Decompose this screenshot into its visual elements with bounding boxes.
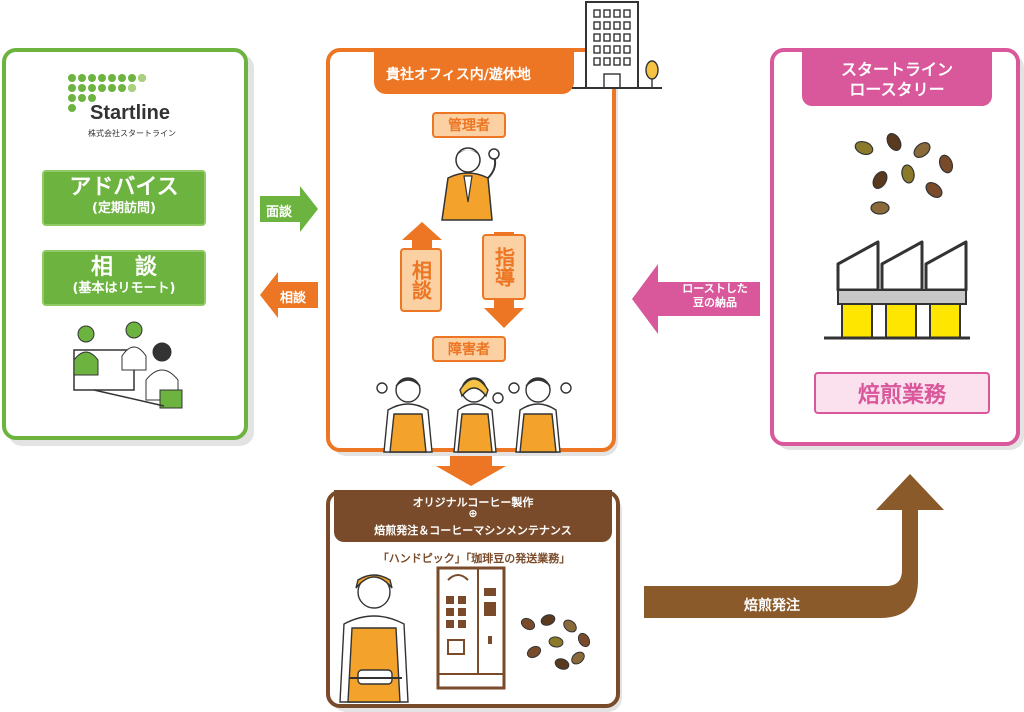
consult-box: 相 談 (基本はリモート)	[42, 250, 206, 306]
consult-arrow	[260, 272, 318, 318]
guide-vertical-box: 指導	[482, 234, 526, 300]
workers-illustration	[376, 377, 572, 453]
production-line1: オリジナルコーヒー製作	[412, 496, 534, 509]
center-down-arrow	[436, 456, 506, 486]
production-line2: 焙煎発注＆コーヒーマシンメンテナンス	[374, 524, 572, 537]
startline-logo-icon	[68, 74, 146, 112]
roast-order-label: 焙煎発注	[744, 598, 800, 614]
roast-delivery-label: ローストした 豆の納品	[682, 282, 748, 309]
production-line3: 「ハンドピック」「珈琲豆の発送業務」	[377, 552, 571, 565]
production-plus: ⊕	[468, 507, 478, 520]
advice-title: アドバイス	[69, 175, 179, 200]
consult-arrow-label: 相談	[280, 291, 307, 306]
roast-order-arrow	[644, 474, 944, 618]
roastery-header	[802, 48, 992, 106]
advice-box: アドバイス (定期訪問)	[42, 170, 206, 226]
consult-vertical-text: 相談	[408, 260, 433, 300]
barista-illustration	[339, 574, 409, 703]
roasting-work-box: 焙煎業務	[814, 372, 990, 414]
consult-subtitle: (基本はリモート)	[72, 281, 176, 296]
interview-arrow	[260, 186, 318, 232]
client-office-header	[374, 48, 574, 94]
coffee-beans-small-icon	[520, 614, 591, 670]
roast-delivery-arrow	[632, 264, 760, 334]
office-building-icon	[572, 1, 662, 89]
manager-label: 管理者	[432, 112, 506, 138]
remote-meeting-illustration	[73, 321, 183, 409]
disabled-workers-label: 障害者	[432, 336, 506, 362]
consult-vertical-box: 相談	[400, 248, 442, 312]
brand-name: Startline	[90, 102, 171, 124]
roastery-title: スタートライン ロースタリー	[840, 60, 953, 99]
guide-vertical-text: 指導	[491, 247, 516, 287]
client-office-title: 貴社オフィス内/遊休地	[386, 67, 531, 83]
roastery-factory-icon	[824, 240, 970, 340]
interview-label: 面談	[266, 205, 293, 220]
coffee-machine-icon	[436, 566, 506, 690]
manager-illustration	[441, 147, 500, 221]
manager-text: 管理者	[448, 118, 490, 134]
disabled-workers-text: 障害者	[448, 342, 490, 358]
advice-subtitle: (定期訪問)	[92, 201, 156, 216]
brand-subtitle: 株式会社スタートライン	[88, 129, 176, 138]
coffee-beans-icon	[854, 133, 954, 215]
consult-title: 相 談	[90, 255, 157, 280]
production-header	[334, 490, 612, 542]
roasting-work-text: 焙煎業務	[857, 383, 946, 408]
startline-panel: Startline 株式会社スタートライン アドバイス (定期訪問) 相 談 (…	[2, 48, 248, 440]
